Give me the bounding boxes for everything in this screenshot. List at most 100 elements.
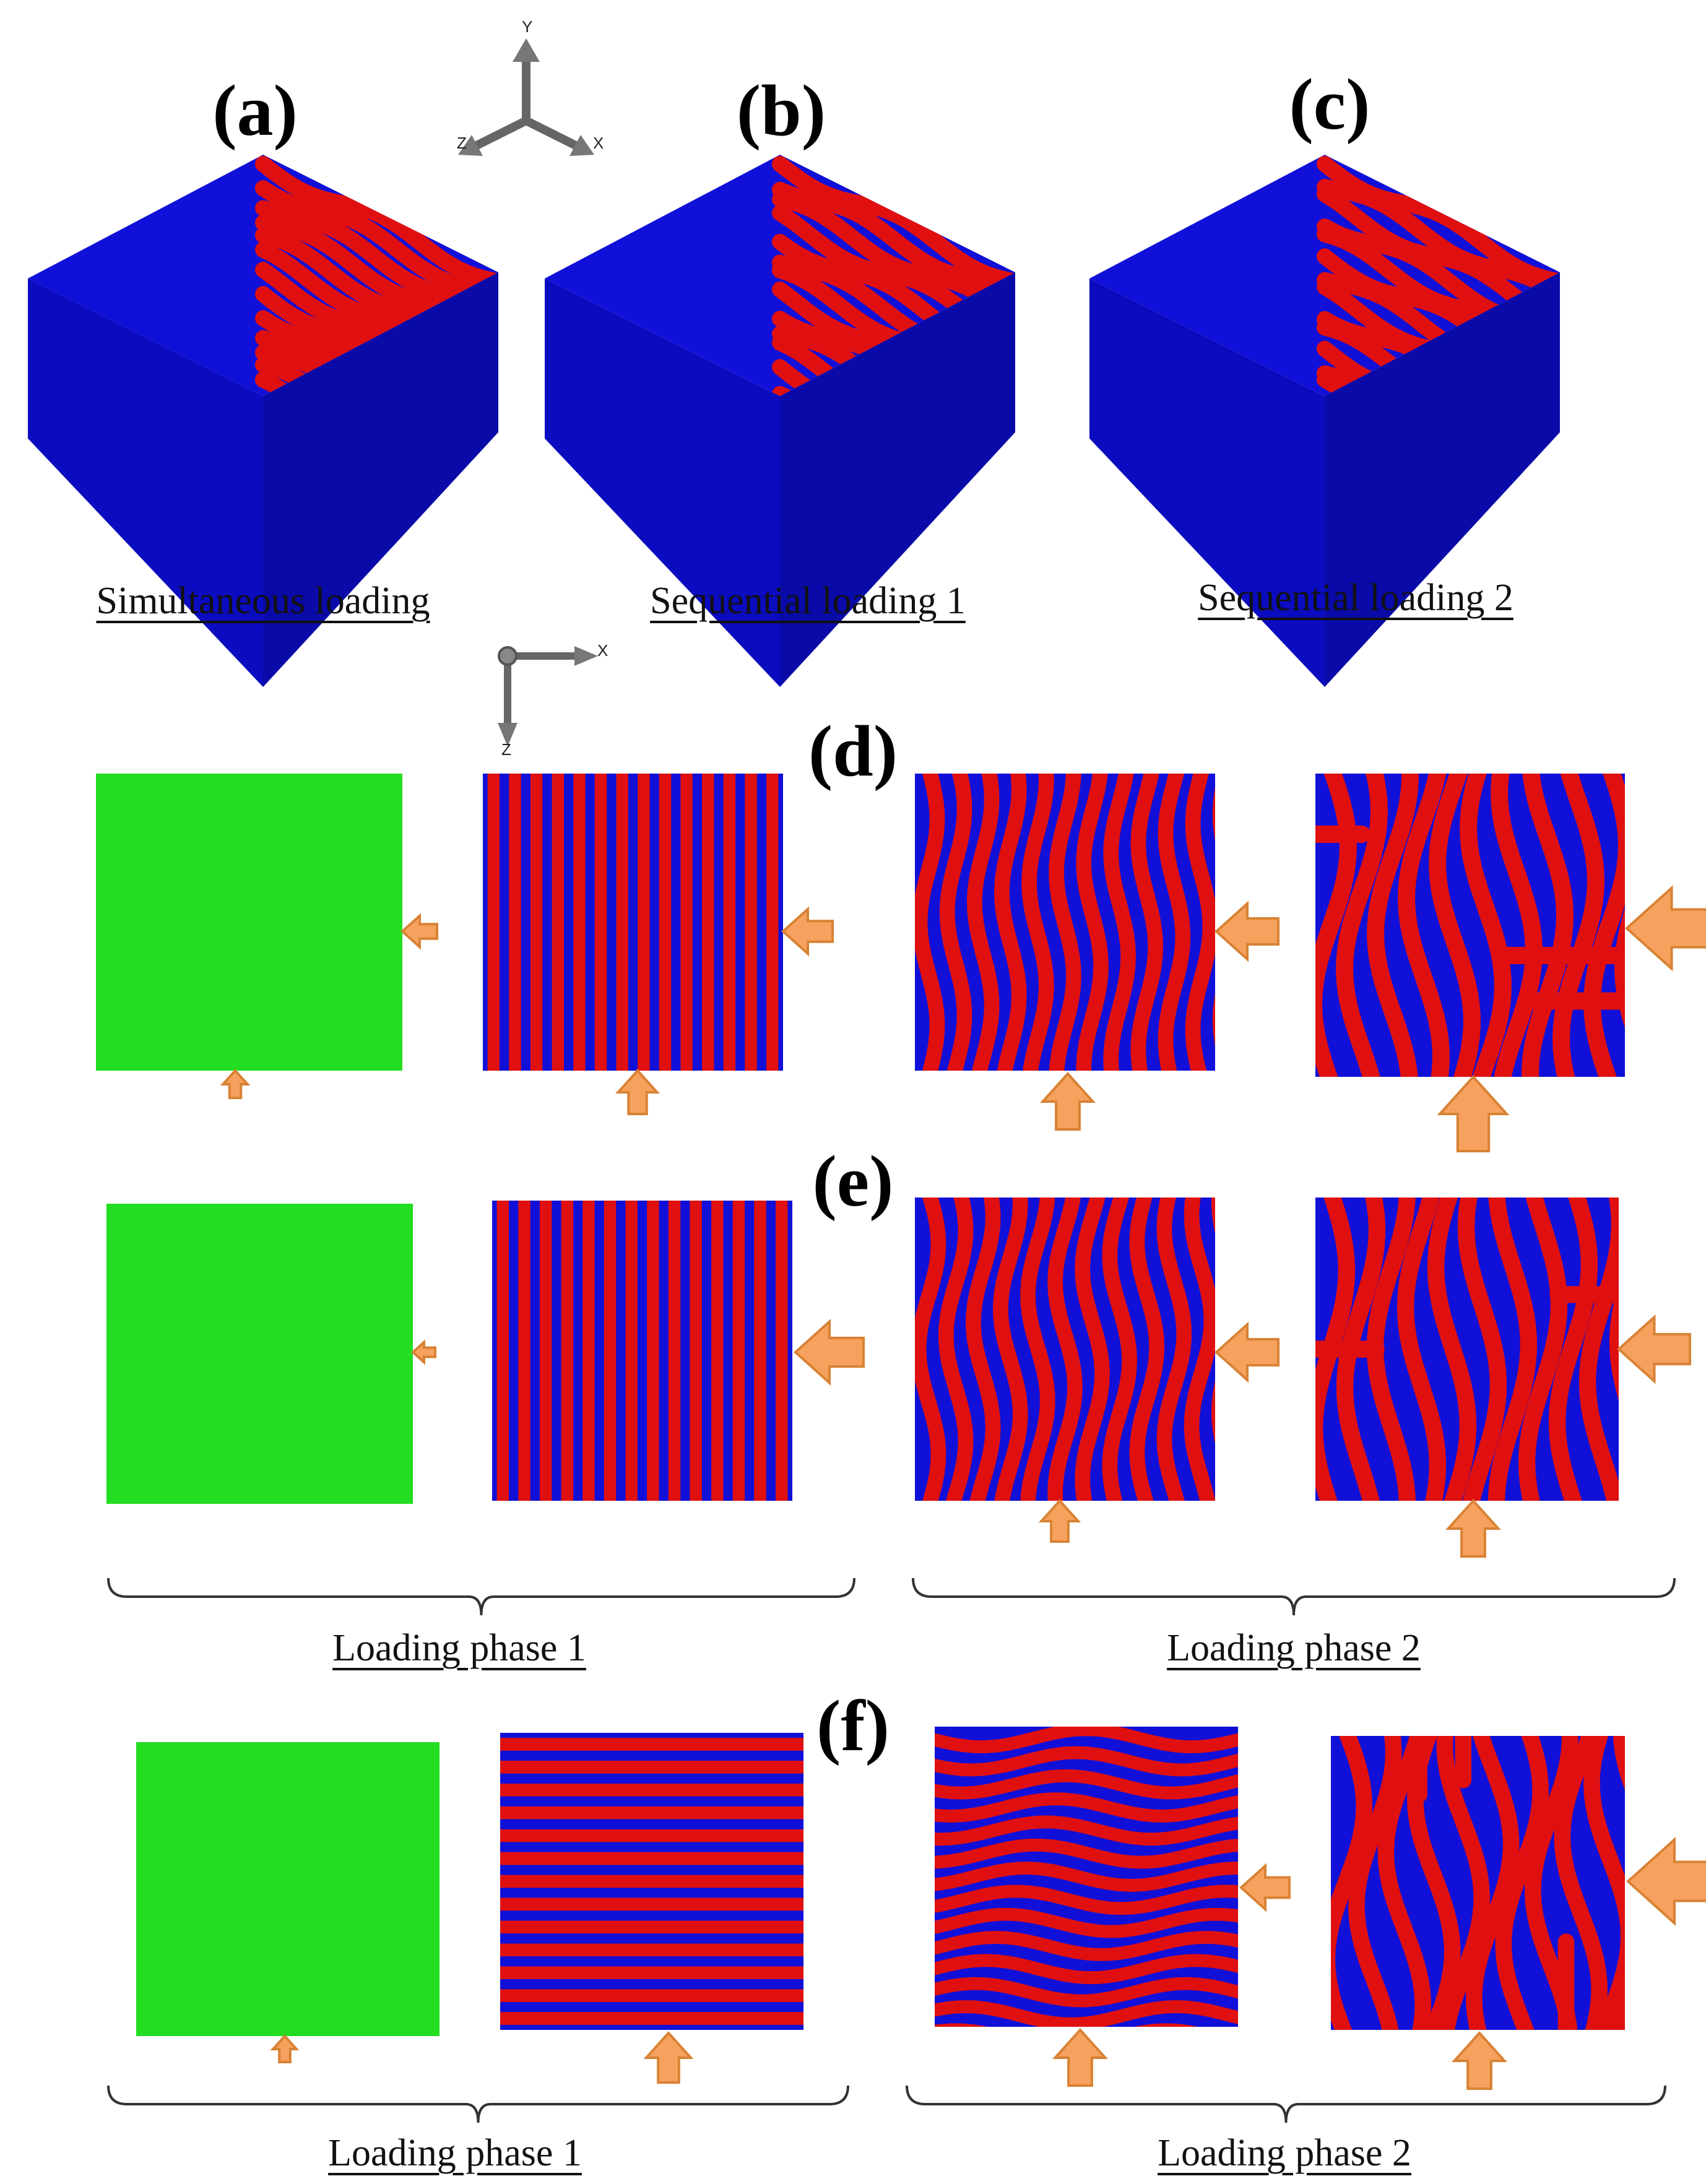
panel-label-a: (a) (212, 70, 298, 151)
stripe-ridge (1102, 1198, 1138, 1501)
stripe-ridge (935, 1746, 1238, 1777)
stripe-ridge (1495, 1736, 1549, 2030)
panel-label-e: (e) (812, 1141, 894, 1222)
top-view-background (96, 774, 402, 1071)
cube-ridge (772, 326, 1015, 396)
stripe-ridge (1398, 774, 1450, 1077)
load-arrow-icon (220, 1069, 251, 1099)
stripe-ridge (1466, 1736, 1520, 2030)
stripe-ridge (1158, 774, 1191, 1071)
load-arrow-icon (1617, 1314, 1691, 1384)
stripe-ridge (1460, 774, 1512, 1077)
stripe-ridge (935, 1815, 1238, 1846)
load-arrow-icon (1445, 1499, 1501, 1558)
cube-right-face (1325, 272, 1560, 687)
top-view-background (136, 1742, 439, 2036)
stripe-ridge (1156, 1198, 1192, 1501)
stripe-ridge (1315, 774, 1357, 1077)
stripe-ridge (1436, 1736, 1490, 2030)
cube-ridge (772, 191, 1015, 329)
load-arrow-icon (643, 2031, 694, 2084)
load-arrow-icon (1215, 900, 1280, 962)
cube-ridge (255, 344, 498, 396)
stripe-ridge (1129, 1198, 1165, 1501)
stripe-ridge (1396, 1198, 1447, 1501)
axis-2d-x-label: X (597, 641, 608, 660)
view-e-labyrinth (1315, 1198, 1619, 1501)
cube-ridge (255, 156, 498, 290)
stripe-ridge (1491, 774, 1543, 1077)
stripe-ridge (1331, 1736, 1373, 2030)
phase-bracket (906, 2085, 1666, 2123)
load-arrow-icon (1040, 1072, 1096, 1131)
cube-right-face (263, 272, 498, 687)
cube-left-face (28, 278, 263, 687)
stripe-ridge (935, 1862, 1238, 1892)
load-arrow-icon (270, 2034, 300, 2063)
axis-2d-z-label: Z (501, 740, 511, 759)
stripe-ridge (915, 774, 945, 1071)
stripe-ridge (1103, 774, 1137, 1071)
top-view-background (483, 774, 783, 1071)
view-e-straight (492, 1201, 792, 1501)
axis-triad-2d-icon (498, 646, 598, 746)
load-arrow-icon (1038, 1499, 1081, 1543)
stripe-ridge (935, 1884, 1238, 1915)
stripe-ridge (1130, 774, 1164, 1071)
panel-label-c: (c) (1289, 64, 1370, 145)
axis-triad-3d-icon (458, 38, 594, 156)
stripe-ridge (1185, 774, 1215, 1071)
view-d-wavy (915, 774, 1215, 1071)
stripe-ridge (1554, 1736, 1608, 2030)
cube-ridge (772, 156, 1015, 290)
stripe-ridge (935, 1792, 1238, 1823)
cubes-row (28, 155, 1560, 687)
caption-simultaneous: Simultaneous loading (96, 580, 430, 622)
stripe-ridge (1076, 774, 1109, 1071)
caption-phase2-de: Loading phase 2 (1167, 1627, 1421, 1669)
stripe-ridge (966, 774, 1000, 1071)
stripe-ridge (1549, 1198, 1598, 1501)
view-d-flat (96, 774, 402, 1071)
stripe-ridge (1366, 774, 1419, 1077)
load-arrow-icon (615, 1069, 660, 1115)
cube-sequential-1 (545, 155, 1015, 687)
cube-left-face (1089, 278, 1325, 687)
view-f-wavy (935, 1727, 1238, 2027)
caption-phase2-f: Loading phase 2 (1158, 2132, 1411, 2174)
stripe-ridge (935, 1907, 1238, 1938)
stripe-ridge (1521, 774, 1574, 1077)
stripe-ridge (935, 1954, 1238, 1985)
view-f-flat (136, 1742, 439, 2036)
panel-label-f: (f) (816, 1685, 890, 1766)
view-d-straight (483, 774, 783, 1071)
stripe-ridge (1047, 1198, 1083, 1501)
stripe-ridge (1552, 774, 1605, 1077)
top-view-background (106, 1204, 413, 1504)
cube-right-face (780, 272, 1015, 687)
stripe-ridge (939, 774, 972, 1071)
cube-sequential-2 (1089, 155, 1560, 687)
phase-bracket (107, 1578, 855, 1616)
view-f-labyrinth (1331, 1736, 1625, 2030)
load-arrow-icon (1626, 1837, 1706, 1926)
caption-sequential-1: Sequential loading 1 (650, 580, 966, 622)
top-view-background (492, 1201, 792, 1501)
stripe-ridge (1487, 1198, 1538, 1501)
stripe-ridge (1335, 774, 1388, 1077)
stripe-ridge (935, 1727, 1238, 1754)
load-arrow-icon (411, 1339, 436, 1365)
stripe-ridge (1184, 1198, 1215, 1501)
stripe-ridge (935, 1838, 1238, 1869)
stripe-ridge (935, 1769, 1238, 1800)
cube-ridge (255, 180, 498, 303)
view-e-flat (106, 1204, 413, 1504)
phase-bracket (912, 1578, 1676, 1616)
load-arrow-icon (1452, 2031, 1507, 2090)
load-arrow-icon (1052, 2028, 1108, 2087)
cube-ridge (1317, 319, 1560, 396)
stripe-ridge (1578, 1198, 1619, 1501)
stripe-ridge (1427, 1198, 1477, 1501)
stripe-ridge (935, 1977, 1238, 2008)
